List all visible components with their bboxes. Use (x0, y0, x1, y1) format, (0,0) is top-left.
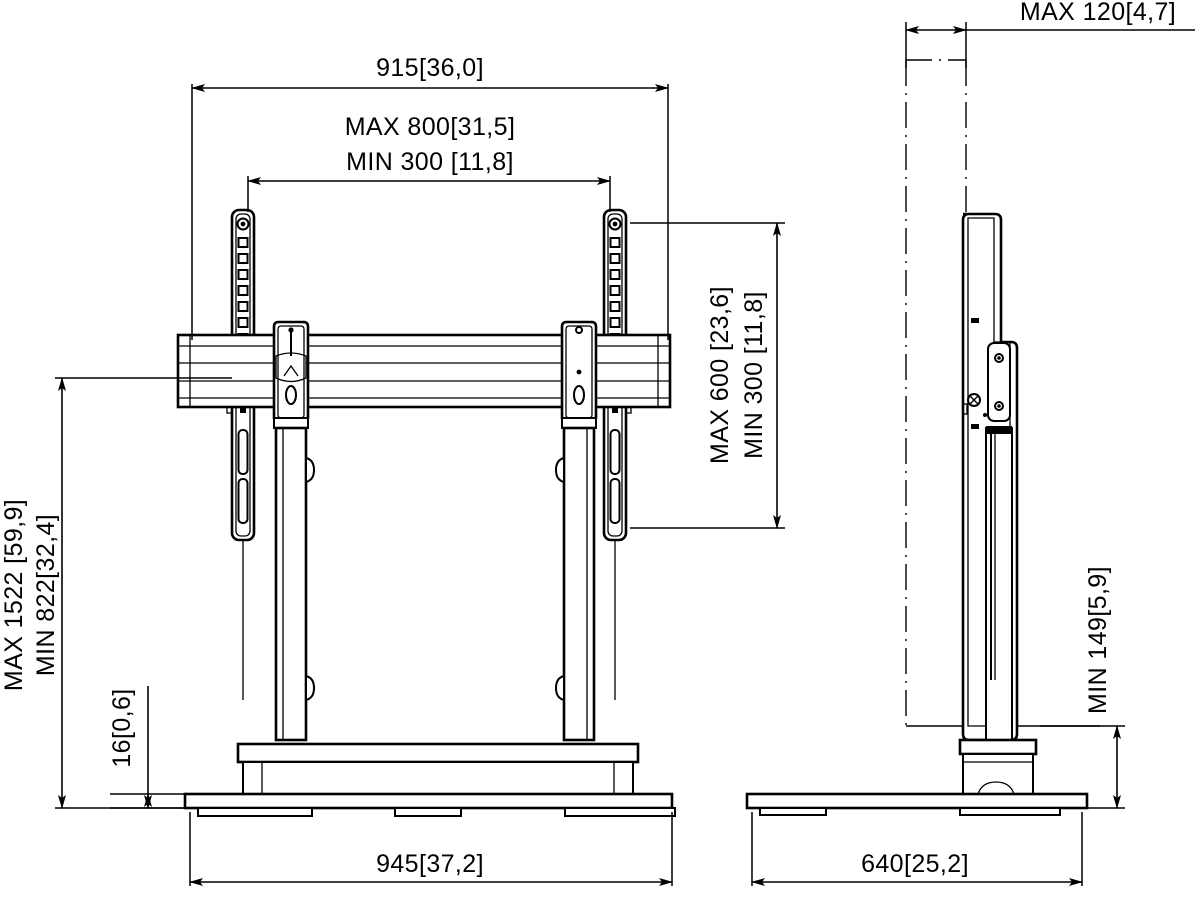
right-column-assembly (554, 320, 598, 742)
dim-label-vesa-height-max: MAX 600 [23,6] (706, 286, 734, 464)
front-view-geometry (176, 208, 676, 817)
dim-label-base-thickness: 16[0,6] (108, 688, 136, 767)
dim-label-base-width: 945[37,2] (376, 850, 484, 878)
front-view-dimensions: 915[36,0] MAX 800[31,5] MIN 300 [11,8] M… (0, 54, 785, 886)
screen-outline-phantom (905, 59, 967, 726)
dim-label-overall-width: 915[36,0] (376, 54, 484, 82)
dim-label-base-depth: 640[25,2] (861, 850, 969, 878)
right-mounting-strip (602, 208, 634, 700)
front-base-plate (183, 792, 676, 817)
front-base-plinth (236, 742, 640, 795)
left-mounting-strip (224, 208, 256, 700)
side-upright-plate (961, 212, 1019, 742)
side-view-dimensions: MAX 120[4,7] MIN 149[5,9] 640[25,2] (751, 0, 1195, 886)
dim-label-vesa-width-min: MIN 300 [11,8] (346, 148, 514, 176)
side-view-geometry (745, 59, 1100, 816)
dim-label-total-height-min: MIN 822[32,4] (32, 514, 60, 676)
side-base-plinth (958, 738, 1038, 795)
dim-label-vesa-width-max: MAX 800[31,5] (345, 113, 516, 141)
dim-label-total-height-max: MAX 1522 [59,9] (0, 499, 28, 691)
side-base-plate (745, 792, 1089, 816)
left-column-assembly (272, 320, 316, 742)
dim-label-bottom-clearance-min: MIN 149[5,9] (1084, 566, 1112, 714)
dim-label-top-offset-max: MAX 120[4,7] (1020, 0, 1176, 26)
dim-label-vesa-height-min: MIN 300 [11,8] (740, 291, 768, 459)
